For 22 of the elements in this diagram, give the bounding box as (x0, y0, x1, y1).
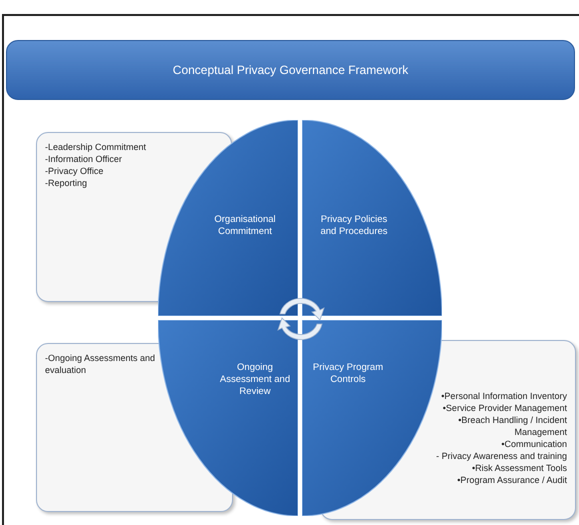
list-item: -Reporting (45, 177, 88, 189)
list-item: •Program Assurance / Audit (457, 474, 567, 486)
list-item: -Ongoing Assessments and evaluation (45, 352, 156, 376)
list-item: •Personal Information Inventory (441, 390, 567, 402)
quadrant-segment (158, 120, 298, 316)
list-item: - Privacy Awareness and training (436, 450, 567, 462)
list-item: •Breach Handling / Incident Management (457, 414, 567, 438)
segment-label: Ongoing Assessment and Review (218, 362, 292, 398)
quadrant-segment (302, 320, 442, 516)
segment-label: Privacy Program Controls (312, 362, 384, 386)
list-item: •Communication (501, 438, 567, 450)
quadrant-segment (302, 120, 442, 316)
list-item: -Leadership Commitment (45, 141, 146, 153)
list-item: •Service Provider Management (442, 402, 567, 414)
list-item: •Risk Assessment Tools (472, 462, 567, 474)
list-item: -Information Officer (45, 153, 122, 165)
quadrant-segment (158, 320, 298, 516)
title-banner (6, 40, 575, 100)
segment-label: Organisational Commitment (213, 214, 277, 238)
list-item: -Privacy Office (45, 165, 104, 177)
segment-label: Privacy Policies and Procedures (319, 214, 389, 238)
banner-text: Conceptual Privacy Governance Framework (172, 62, 408, 79)
